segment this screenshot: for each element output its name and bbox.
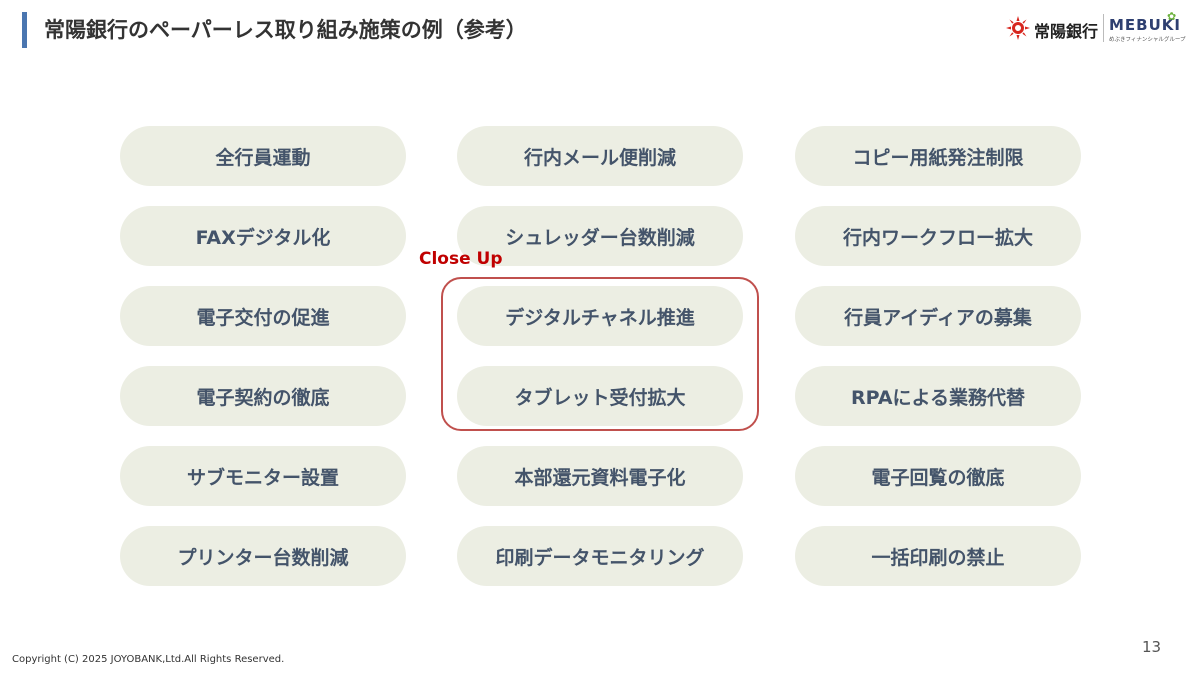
page-number: 13 — [1142, 638, 1162, 656]
initiative-pill: 行員アイディアの募集 — [795, 286, 1081, 346]
copyright-notice: Copyright (C) 2025 JOYOBANK,Ltd.All Righ… — [12, 654, 285, 665]
initiative-pill: RPAによる業務代替 — [795, 366, 1081, 426]
logo-divider — [1103, 14, 1104, 42]
initiative-pill: 電子契約の徹底 — [120, 366, 406, 426]
company-logo: 常陽銀行 MEBUKI ✿ めぶきフィナンシャルグループ — [1004, 10, 1186, 46]
group-name: MEBUKI — [1109, 16, 1181, 34]
initiative-pill-highlighted: タブレット受付拡大 — [457, 366, 743, 426]
sun-logo-icon — [1006, 16, 1030, 40]
sprout-icon: ✿ — [1167, 10, 1177, 23]
initiative-pill: プリンター台数削減 — [120, 526, 406, 586]
initiative-pill: 行内メール便削減 — [457, 126, 743, 186]
group-subtitle: めぶきフィナンシャルグループ — [1109, 37, 1186, 43]
initiative-pill: シュレッダー台数削減 — [457, 206, 743, 266]
page-title: 常陽銀行のペーパーレス取り組み施策の例（参考） — [44, 18, 527, 42]
initiative-pill: 一括印刷の禁止 — [795, 526, 1081, 586]
title-accent-bar — [22, 12, 27, 48]
initiative-pill: コピー用紙発注制限 — [795, 126, 1081, 186]
initiative-pill: 電子回覧の徹底 — [795, 446, 1081, 506]
initiative-pill-highlighted: デジタルチャネル推進 — [457, 286, 743, 346]
initiative-pill: 電子交付の促進 — [120, 286, 406, 346]
initiative-pill: FAXデジタル化 — [120, 206, 406, 266]
bank-name: 常陽銀行 — [1034, 22, 1099, 41]
initiative-pill: 印刷データモニタリング — [457, 526, 743, 586]
close-up-label: Close Up — [419, 249, 503, 269]
initiative-pill: 本部還元資料電子化 — [457, 446, 743, 506]
initiative-pill: サブモニター設置 — [120, 446, 406, 506]
initiative-pill: 全行員運動 — [120, 126, 406, 186]
initiative-pill: 行内ワークフロー拡大 — [795, 206, 1081, 266]
close-up-highlight-frame — [441, 277, 759, 431]
